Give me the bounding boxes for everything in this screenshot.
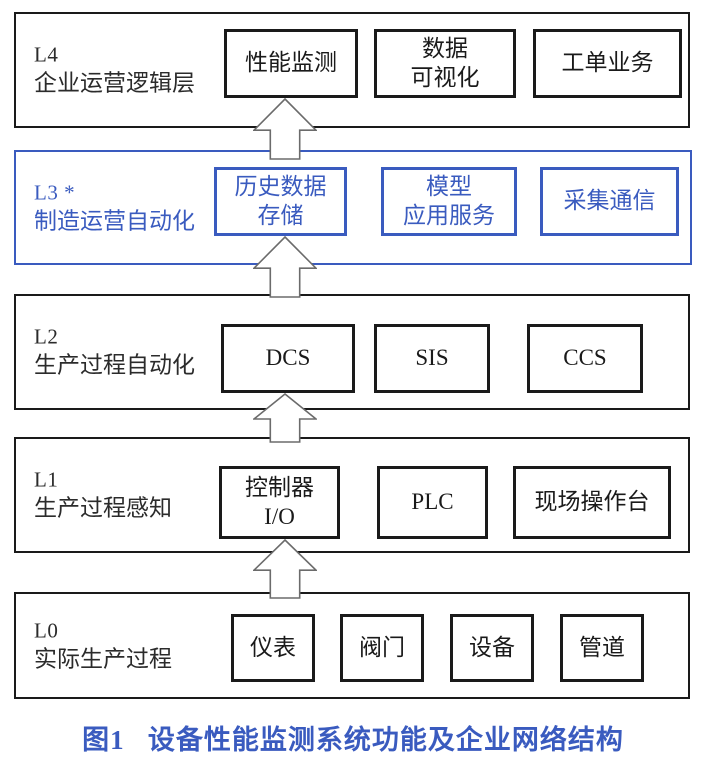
node-box[interactable]: PLC — [377, 466, 488, 539]
layer-label: L3 * 制造运营自动化 — [34, 179, 195, 236]
layer-code: L1 — [34, 467, 59, 492]
figure-caption: 图1 设备性能监测系统功能及企业网络结构 — [82, 725, 624, 755]
node-label: 现场操作台 — [534, 489, 650, 515]
node-box[interactable]: 设备 — [450, 614, 534, 682]
arrow-l1-to-l2 — [253, 393, 317, 443]
layer-label: L4 企业运营逻辑层 — [34, 41, 195, 98]
layer-label: L0 实际生产过程 — [34, 617, 172, 674]
node-label: CCS — [563, 345, 607, 371]
node-box[interactable]: DCS — [221, 324, 355, 393]
arrow-l0-to-l1 — [253, 539, 317, 599]
node-label: 模型应用服务 — [403, 174, 495, 228]
node-label: DCS — [265, 345, 311, 371]
layer-label: L1 生产过程感知 — [34, 466, 172, 523]
layer-code: L2 — [34, 324, 59, 349]
node-box[interactable]: 仪表 — [231, 614, 315, 682]
layer-code: L4 — [34, 42, 59, 67]
node-box[interactable]: 阀门 — [340, 614, 424, 682]
node-box[interactable]: 采集通信 — [540, 167, 679, 236]
node-box[interactable]: 历史数据存储 — [214, 167, 347, 236]
node-box[interactable]: 性能监测 — [224, 29, 358, 98]
node-box[interactable]: 现场操作台 — [513, 466, 671, 539]
node-label: 仪表 — [250, 634, 296, 660]
node-label: SIS — [415, 345, 449, 371]
node-box[interactable]: 数据可视化 — [374, 29, 516, 98]
node-box[interactable]: 工单业务 — [533, 29, 682, 98]
node-label: 工单业务 — [561, 50, 654, 76]
layer-name: 企业运营逻辑层 — [34, 70, 195, 96]
node-box[interactable]: CCS — [527, 324, 643, 393]
arrow-l2-to-l3 — [253, 236, 317, 298]
node-label: 历史数据存储 — [234, 174, 327, 228]
node-label: 性能监测 — [245, 50, 337, 76]
node-label: PLC — [411, 489, 454, 515]
node-label: 设备 — [469, 634, 515, 660]
layer-name: 实际生产过程 — [34, 646, 172, 672]
layer-code: L3 * — [34, 179, 76, 204]
node-box[interactable]: SIS — [374, 324, 490, 393]
node-label: 数据可视化 — [410, 36, 480, 90]
layer-name: 制造运营自动化 — [34, 208, 195, 234]
layer-name: 生产过程感知 — [34, 495, 172, 521]
layer-code: L0 — [34, 617, 59, 642]
layer-name: 生产过程自动化 — [34, 352, 195, 378]
node-label: 管道 — [579, 634, 625, 660]
node-box[interactable]: 管道 — [560, 614, 644, 682]
node-label: 采集通信 — [563, 188, 656, 214]
node-label: 阀门 — [359, 634, 405, 660]
arrow-l3-to-l4 — [253, 98, 317, 160]
layer-label: L2 生产过程自动化 — [34, 323, 195, 380]
node-box[interactable]: 模型应用服务 — [381, 167, 517, 236]
